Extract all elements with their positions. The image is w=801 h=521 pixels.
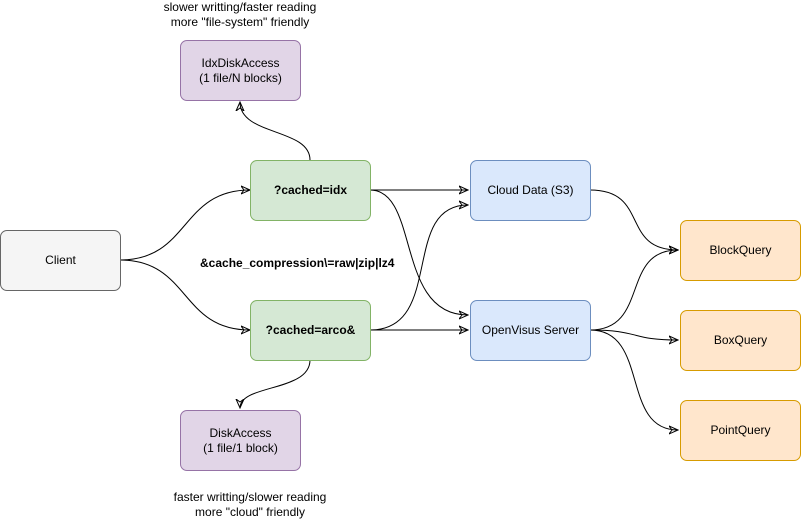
point-query-label: PointQuery xyxy=(710,423,771,437)
edge-cached-idx-to-server xyxy=(369,189,468,315)
cache-compression-label: &cache_compression\=raw|zip|lz4 xyxy=(200,256,395,270)
openvisus-server-node[interactable]: OpenVisus Server xyxy=(470,300,591,361)
box-query-label: BoxQuery xyxy=(713,333,768,347)
disk-access-title: DiskAccess xyxy=(209,425,272,440)
idx-note-line1: slower writting/faster reading xyxy=(163,0,317,14)
cached-idx-label: ?cached=idx xyxy=(273,183,348,197)
openvisus-server-label: OpenVisus Server xyxy=(481,323,580,337)
idx-disk-access-title: IdxDiskAccess xyxy=(201,55,280,70)
idx-disk-access-node[interactable]: IdxDiskAccess (1 file/N blocks) xyxy=(180,40,301,101)
cloud-data-label: Cloud Data (S3) xyxy=(487,183,574,197)
cached-arco-label: ?cached=arco& xyxy=(265,323,356,337)
cached-idx-node[interactable]: ?cached=idx xyxy=(250,160,371,221)
arco-note-line1: faster writting/slower reading xyxy=(173,490,327,504)
arco-note-line2: more "cloud" friendly xyxy=(195,505,305,519)
disk-access-node[interactable]: DiskAccess (1 file/1 block) xyxy=(180,410,301,471)
idx-tradeoff-note: slower writting/faster reading more "fil… xyxy=(150,0,330,30)
edge-client-to-cached-arco xyxy=(119,259,250,330)
edge-server-to-blockquery xyxy=(589,250,678,331)
edge-cached-arco-to-cloud xyxy=(369,205,468,331)
client-label: Client xyxy=(45,253,76,267)
point-query-node[interactable]: PointQuery xyxy=(680,400,801,461)
cloud-data-node[interactable]: Cloud Data (S3) xyxy=(470,160,591,221)
client-node[interactable]: Client xyxy=(0,230,121,291)
edge-cached-idx-to-idxdiskaccess xyxy=(240,102,311,161)
edge-cloud-to-blockquery xyxy=(589,189,678,250)
block-query-node[interactable]: BlockQuery xyxy=(680,220,801,281)
box-query-node[interactable]: BoxQuery xyxy=(680,310,801,371)
edge-client-to-cached-idx xyxy=(119,190,250,261)
idx-disk-access-subtitle: (1 file/N blocks) xyxy=(199,70,282,85)
arco-tradeoff-note: faster writting/slower reading more "clo… xyxy=(150,490,350,520)
disk-access-subtitle: (1 file/1 block) xyxy=(203,440,278,455)
edge-cached-arco-to-diskaccess xyxy=(240,359,311,408)
idx-note-line2: more "file-system" friendly xyxy=(170,15,310,29)
block-query-label: BlockQuery xyxy=(709,243,772,257)
edge-server-to-pointquery xyxy=(589,329,678,430)
cached-arco-node[interactable]: ?cached=arco& xyxy=(250,300,371,361)
edge-server-to-boxquery xyxy=(589,329,678,340)
